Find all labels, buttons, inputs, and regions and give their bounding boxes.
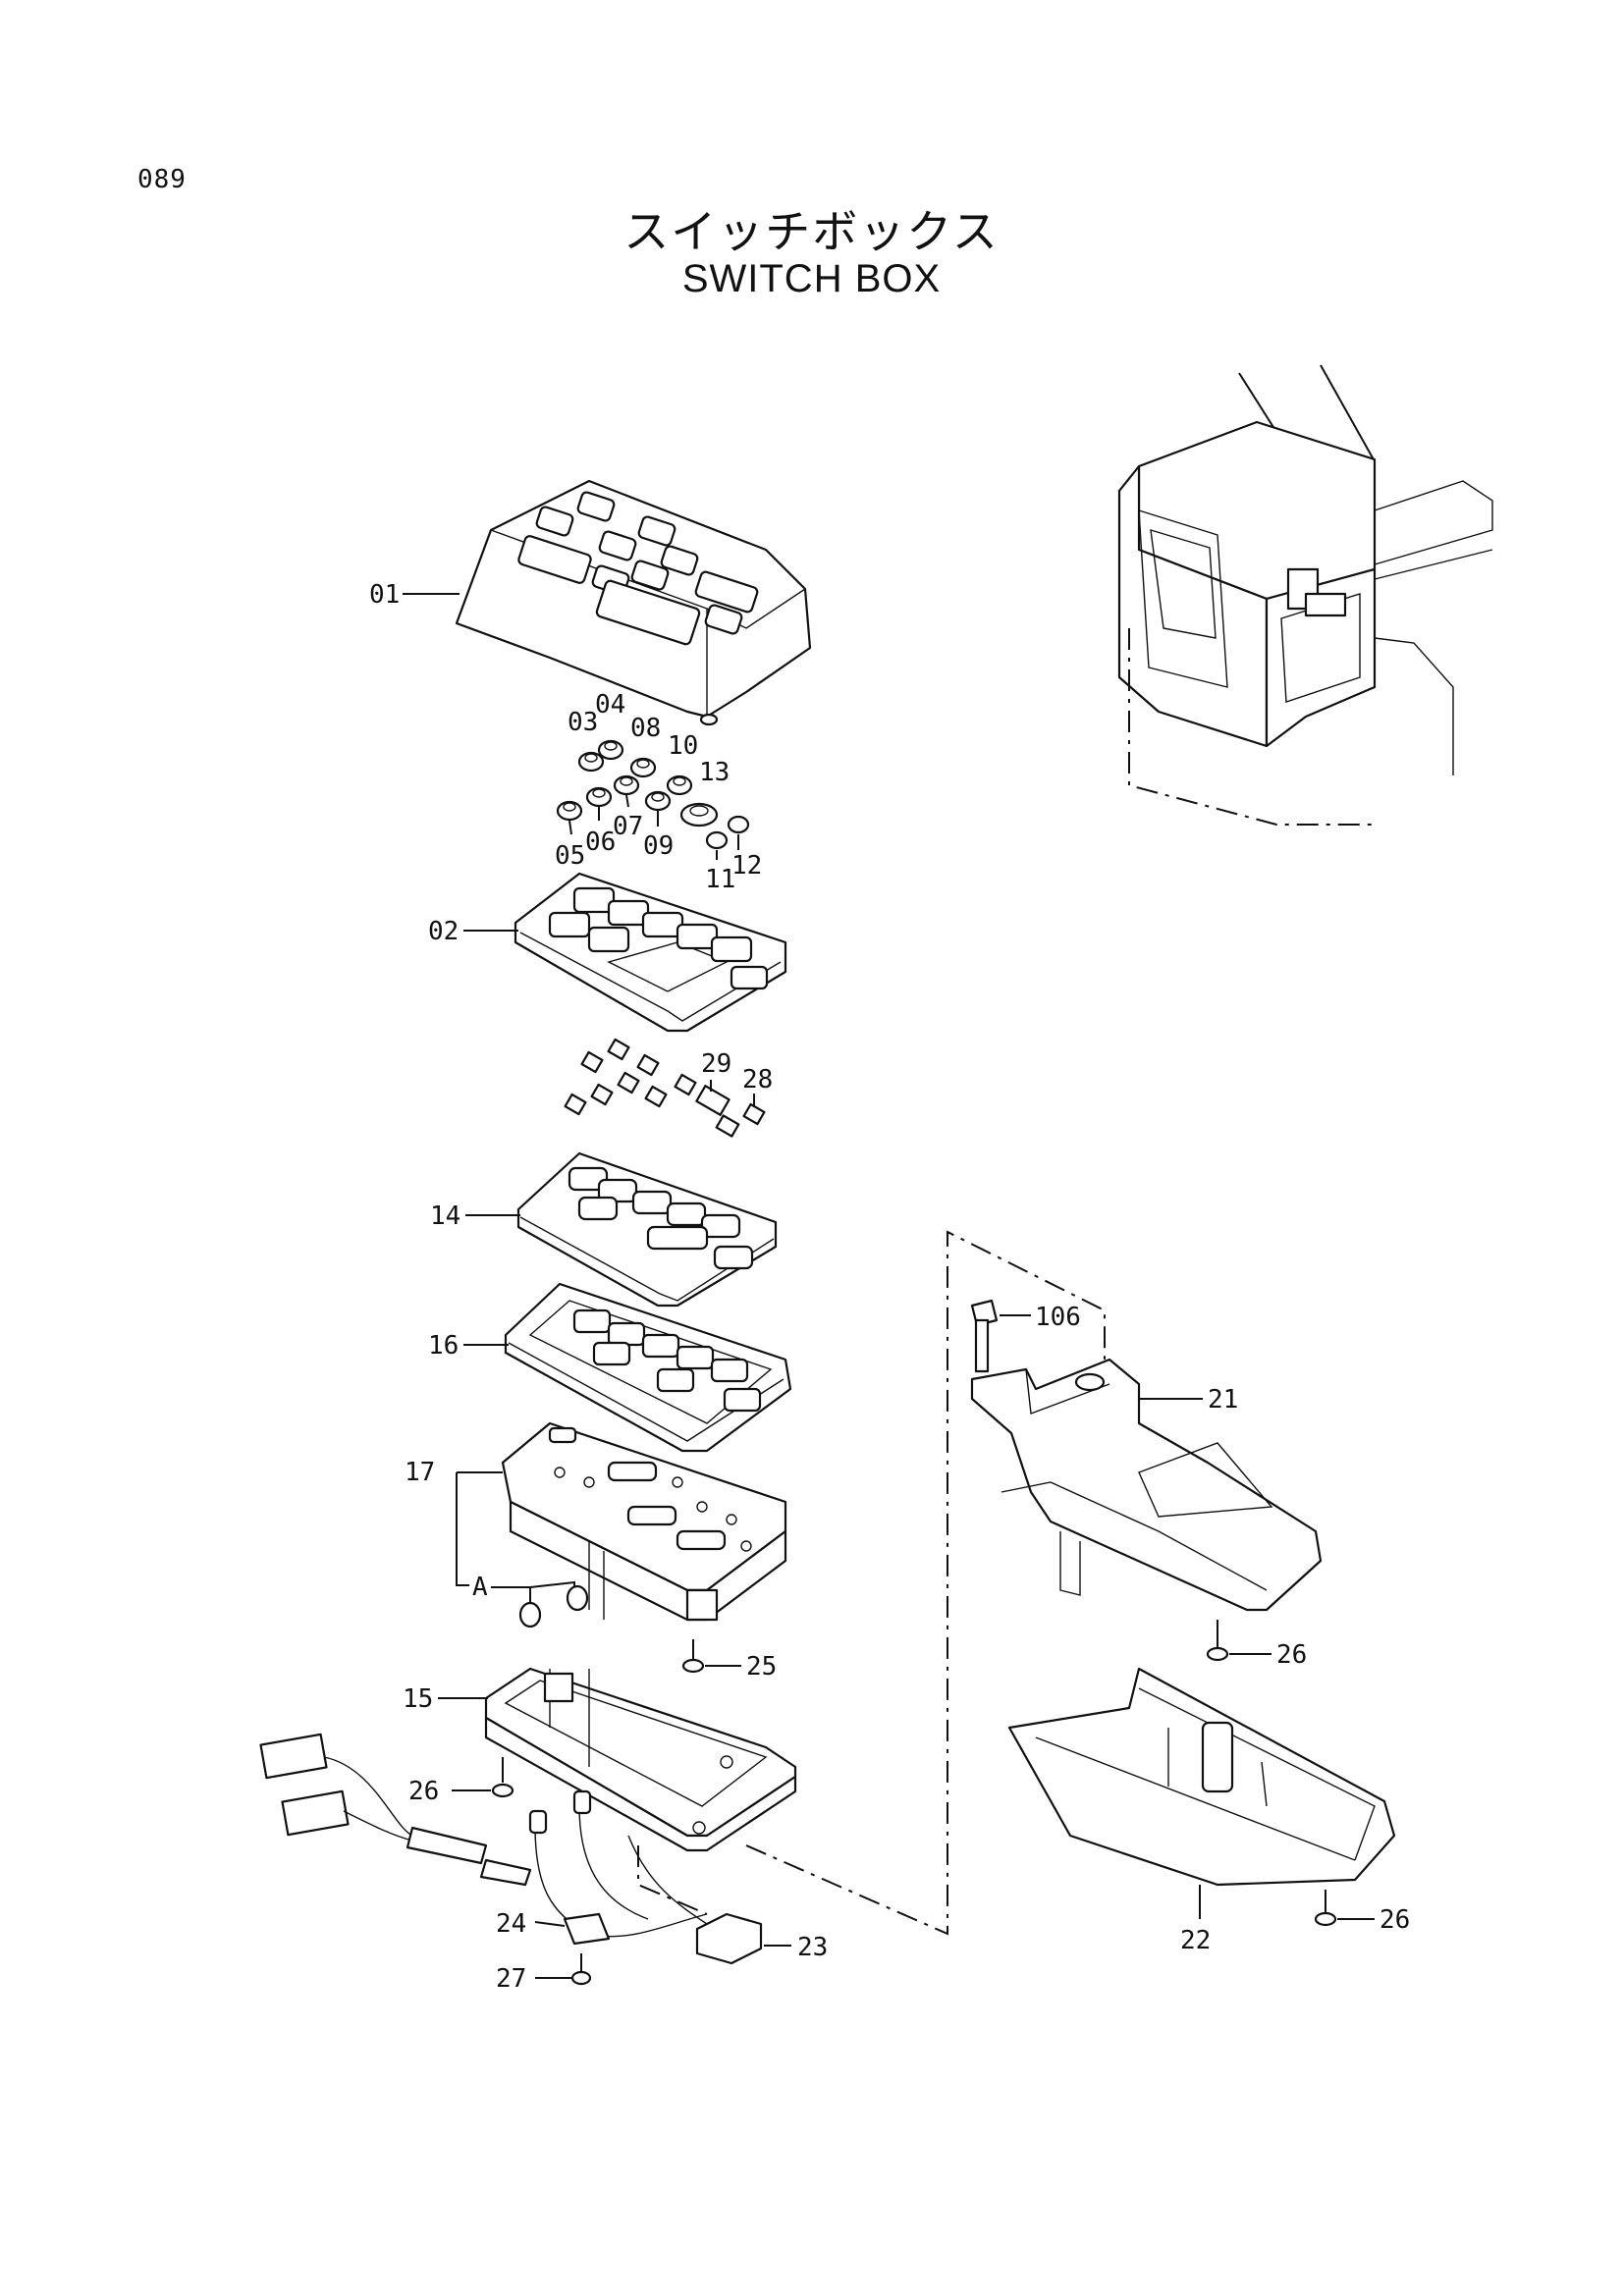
callout-03: 03 <box>568 708 598 737</box>
part-17-circuit-board <box>501 1421 787 1622</box>
lamp-bulbs <box>518 1584 589 1629</box>
part-26-screw-left <box>452 1757 514 1798</box>
part-106-bolt <box>970 1299 1031 1373</box>
callout-06: 06 <box>585 828 616 857</box>
callout-04: 04 <box>595 690 625 720</box>
callout-29: 29 <box>701 1049 731 1079</box>
part-25-screw <box>681 1639 741 1674</box>
callout-15: 15 <box>403 1684 433 1714</box>
part-02-gasket <box>514 872 787 1033</box>
callout-10: 10 <box>668 731 698 761</box>
callout-26-right: 26 <box>1380 1905 1410 1935</box>
callout-07: 07 <box>613 812 643 841</box>
part-15-lower-case <box>484 1667 797 1852</box>
title-english: SWITCH BOX <box>681 257 942 300</box>
part-23-connector <box>695 1912 791 1965</box>
part-14-switch-sheet <box>516 1151 778 1308</box>
callout-09: 09 <box>643 831 674 861</box>
callout-02: 02 <box>428 917 459 946</box>
wire-harness <box>259 1733 708 1946</box>
part-27-screw <box>535 1953 592 1986</box>
callout-106: 106 <box>1035 1303 1081 1332</box>
callout-16: 16 <box>428 1331 459 1361</box>
cab-overview-illustration <box>1117 364 1493 826</box>
part-26-screw-right <box>1314 1890 1375 1927</box>
callout-24: 24 <box>496 1909 526 1939</box>
callout-25: 25 <box>746 1652 777 1682</box>
callout-28: 28 <box>742 1065 773 1095</box>
title-japanese: スイッチボックス <box>623 205 1000 258</box>
part-01-upper-cover <box>455 479 812 726</box>
callout-26-left: 26 <box>408 1777 439 1806</box>
callout-26-middle: 26 <box>1276 1640 1307 1670</box>
callout-01: 01 <box>369 580 400 610</box>
callout-A: A <box>472 1573 488 1602</box>
lamp-blocks-group <box>564 1038 766 1138</box>
callout-11: 11 <box>705 865 735 894</box>
callout-12: 12 <box>731 851 762 881</box>
callout-27: 27 <box>496 1964 526 1994</box>
part-16-switch-frame <box>504 1282 792 1453</box>
part-22-lower-cover <box>1007 1667 1396 1887</box>
callout-08: 08 <box>630 714 661 743</box>
callout-13: 13 <box>699 758 730 787</box>
part-26-screw-middle <box>1206 1620 1271 1662</box>
callout-17: 17 <box>405 1458 435 1487</box>
callout-14: 14 <box>430 1201 460 1231</box>
page-number: 089 <box>137 165 187 194</box>
callout-21: 21 <box>1208 1385 1238 1415</box>
switch-knobs-group <box>556 739 750 850</box>
callout-23: 23 <box>797 1933 828 1962</box>
part-21-bracket <box>970 1358 1323 1612</box>
callout-22: 22 <box>1180 1926 1211 1955</box>
callout-05: 05 <box>555 841 585 871</box>
